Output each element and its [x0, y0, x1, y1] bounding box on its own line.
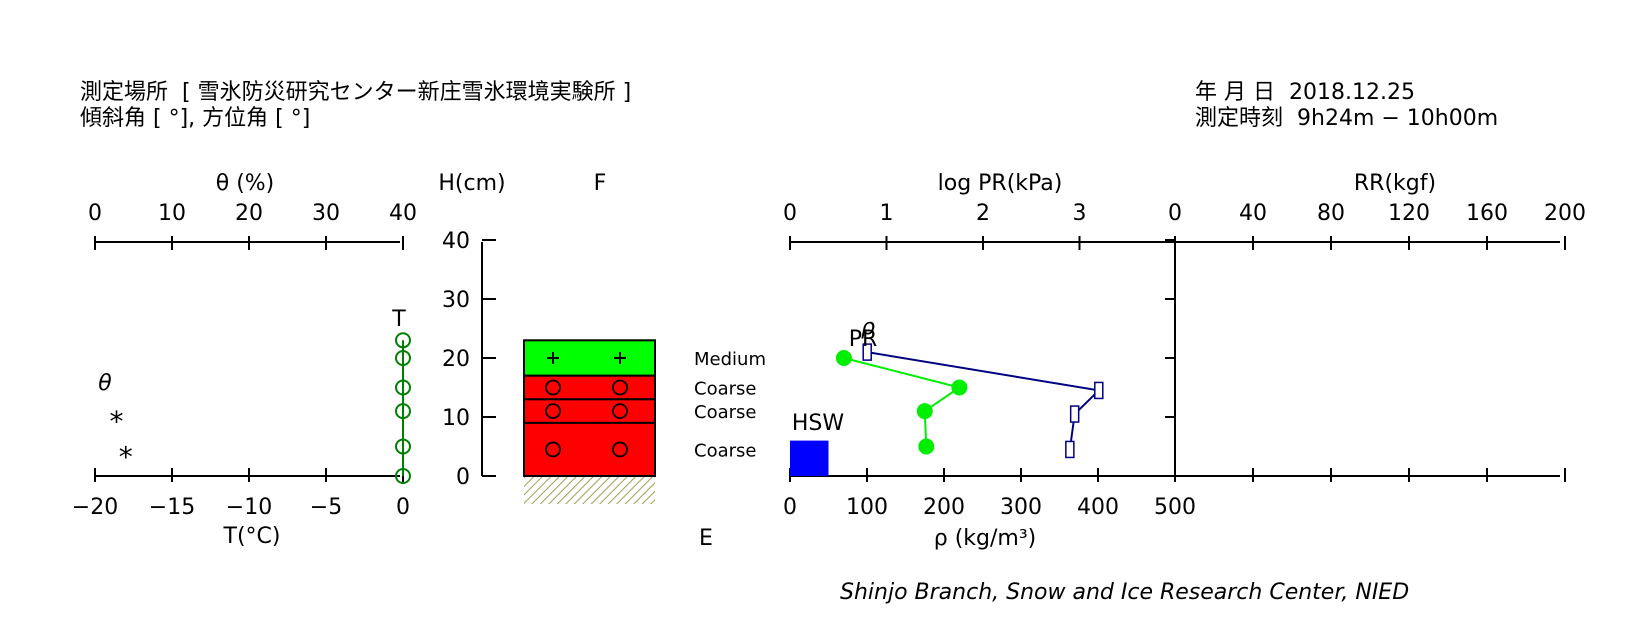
temp-point — [395, 468, 411, 484]
density-line — [843, 357, 962, 447]
temp-axis-title: T(°C) — [223, 524, 281, 549]
grain-label: Coarse — [694, 379, 756, 400]
grain-symbol-circle — [612, 379, 628, 396]
temp-tick-label: −20 — [72, 495, 118, 520]
slope-label: 傾斜角 [ °], 方位角 [ °] — [80, 106, 311, 131]
hardness-label-f: F — [594, 171, 607, 196]
rr-tick-label: 40 — [1239, 201, 1267, 226]
rr-tick-label: 200 — [1544, 201, 1586, 226]
height-axis-title: H(cm) — [438, 171, 505, 196]
grain-symbol-circle — [545, 379, 561, 396]
log-pr-tick-label: 1 — [880, 201, 894, 226]
height-tick-label: 20 — [442, 347, 470, 372]
temp-point — [395, 332, 411, 349]
hsw-bar — [790, 440, 829, 476]
density-tick-label: 500 — [1154, 495, 1196, 520]
grain-symbol-circle — [545, 403, 561, 420]
temp-tick-label: −5 — [310, 495, 342, 520]
temp-point — [395, 403, 411, 420]
density-tick-label: 400 — [1077, 495, 1119, 520]
rr-tick-label: 80 — [1317, 201, 1345, 226]
theta-tick-label: 0 — [88, 201, 102, 226]
date-value: 2018.12.25 — [1289, 80, 1415, 105]
rr-tick-label: 0 — [1168, 201, 1182, 226]
temp-tick-label: −10 — [226, 495, 272, 520]
rr-tick-label: 120 — [1388, 201, 1430, 226]
rr-tick-label: 160 — [1466, 201, 1508, 226]
theta-tick-label: 20 — [235, 201, 263, 226]
moisture-marker: * — [110, 405, 124, 438]
density-axis-title: ρ (kg/m³) — [934, 526, 1037, 551]
temp-tick-label: 0 — [396, 495, 410, 520]
theta-axis-title: θ (%) — [216, 171, 275, 196]
height-tick-label: 10 — [442, 406, 470, 431]
theta-tick-label: 30 — [312, 201, 340, 226]
pr-point — [862, 343, 872, 361]
temp-point — [395, 379, 411, 396]
density-point — [951, 379, 968, 396]
pr-series-label: PR — [849, 327, 878, 352]
temp-tick-label: −15 — [149, 495, 195, 520]
site-name: [ 雪氷防災研究センター新庄雪氷環境実験所 ] — [182, 80, 632, 105]
height-tick-label: 40 — [442, 229, 470, 254]
height-tick-label: 0 — [456, 465, 470, 490]
date-label: 年 月 日 — [1195, 80, 1275, 105]
theta-series-label: θ — [98, 371, 112, 396]
grain-symbol-circle — [545, 441, 561, 458]
theta-tick-label: 40 — [389, 201, 417, 226]
density-point — [835, 350, 852, 366]
pr-line — [867, 351, 1101, 450]
density-tick-label: 100 — [846, 495, 888, 520]
snow-layer — [523, 421, 656, 477]
height-tick-label: 30 — [442, 288, 470, 313]
density-tick-label: 200 — [923, 495, 965, 520]
temp-series-label: T — [391, 307, 406, 332]
density-tick-label: 300 — [1000, 495, 1042, 520]
temp-point — [395, 350, 411, 366]
log-pr-tick-label: 2 — [976, 201, 990, 226]
time-value: 9h24m − 10h00m — [1297, 106, 1499, 131]
hardness-label-e: E — [699, 526, 713, 551]
density-point — [916, 403, 933, 420]
grain-label: Coarse — [694, 440, 756, 461]
log-pr-tick-label: 3 — [1073, 201, 1087, 226]
header-left: 測定場所 [ 雪氷防災研究センター新庄雪氷環境実験所 ] 傾斜角 [ °], 方位… — [80, 80, 645, 132]
log-pr-tick-label: 0 — [783, 201, 797, 226]
snow-layer — [523, 398, 656, 424]
snow-layer — [523, 374, 656, 401]
site-label: 測定場所 — [80, 80, 169, 105]
pr-point — [1094, 381, 1104, 400]
density-series-label: ρ — [861, 315, 875, 340]
density-point — [918, 438, 935, 455]
header-right: 年 月 日 2018.12.25 測定時刻 9h24m − 10h00m — [1195, 80, 1512, 132]
grain-symbol-circle — [612, 441, 628, 458]
time-label: 測定時刻 — [1195, 106, 1284, 131]
log-pr-axis-title: log PR(kPa) — [938, 171, 1063, 196]
temp-point — [395, 438, 411, 455]
rr-axis-title: RR(kgf) — [1354, 171, 1436, 196]
grain-label: Medium — [694, 349, 766, 370]
moisture-marker: * — [119, 440, 133, 473]
snow-layer — [523, 339, 656, 377]
hsw-label: HSW — [792, 411, 845, 436]
density-tick-label: 0 — [783, 495, 797, 520]
grain-label: Coarse — [694, 402, 756, 423]
grain-symbol-circle — [612, 403, 628, 420]
theta-tick-label: 10 — [158, 201, 186, 226]
pr-point — [1069, 405, 1080, 423]
ground-hatch — [524, 476, 655, 504]
pr-point — [1065, 440, 1075, 459]
credit-text: Shinjo Branch, Snow and Ice Research Cen… — [840, 580, 1410, 605]
